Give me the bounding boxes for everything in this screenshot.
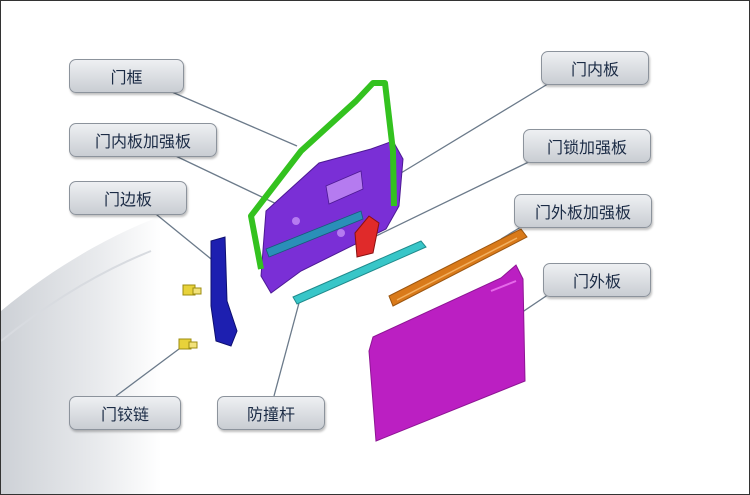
leader-hinge	[115, 345, 184, 397]
leader-lock-reinforcement	[375, 155, 542, 237]
lock-reinforcement	[354, 215, 380, 258]
hinge-upper	[182, 284, 202, 296]
label-inner-panel: 门内板	[541, 51, 649, 85]
inner-panel-window-cutout	[325, 170, 364, 205]
leader-side-panel	[145, 205, 217, 264]
label-impact-beam: 防撞杆	[217, 396, 325, 430]
label-side-panel: 门边板	[69, 181, 187, 215]
door-frame	[248, 80, 397, 270]
leader-door-frame	[150, 82, 298, 147]
label-outer-panel: 门外板	[543, 263, 651, 297]
outer-panel-handle-recess	[490, 280, 517, 292]
leader-impact-beam	[273, 302, 300, 397]
label-hinge: 门铰链	[69, 396, 181, 430]
outer-panel	[368, 264, 526, 442]
label-inner-panel-reinforcement: 门内板加强板	[69, 123, 217, 157]
hinge-lower	[178, 338, 198, 350]
inner-panel-hole	[337, 229, 345, 237]
label-door-frame: 门框	[69, 59, 184, 93]
side-panel	[210, 236, 238, 347]
inner-panel-reinforcement	[265, 210, 364, 258]
label-lock-reinforcement: 门锁加强板	[523, 129, 651, 163]
inner-panel-hole	[292, 217, 300, 225]
leader-inner-panel	[400, 78, 557, 174]
inner-panel	[260, 140, 404, 294]
reinforcement-highlight	[396, 237, 518, 301]
impact-beam	[292, 240, 427, 305]
label-outer-panel-reinforcement: 门外板加强板	[514, 194, 652, 228]
